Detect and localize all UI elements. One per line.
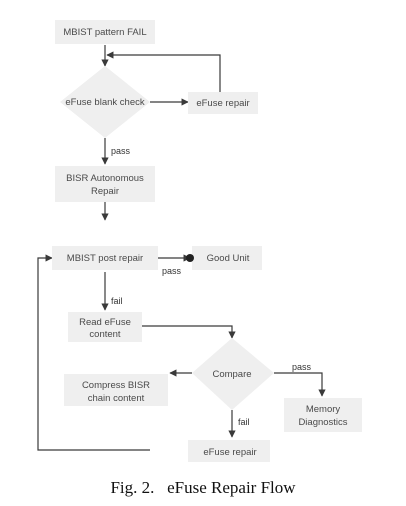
compare-fail-label: fail <box>238 417 250 427</box>
edge-compare-to-memory-diagnostics <box>274 372 326 397</box>
figure-caption: Fig. 2. eFuse Repair Flow <box>110 478 296 497</box>
blank-check-pass-label: pass <box>111 146 131 156</box>
bisr-autonomous-label: BISR Autonomous <box>66 173 144 184</box>
compare-label: Compare <box>212 369 251 380</box>
good-unit-box <box>192 246 262 270</box>
mbist-post-repair-box <box>52 246 158 270</box>
read-efuse-content-box <box>68 312 142 342</box>
good-unit-label: Good Unit <box>207 253 250 264</box>
compress-bisr-label: Compress BISR <box>82 380 150 391</box>
efuse-repair-top-label: eFuse repair <box>196 98 249 109</box>
efuse-repair-bottom-box <box>188 440 270 462</box>
mbist-fail-label: MBIST pattern FAIL <box>63 27 146 38</box>
mbist-post-pass-label: pass <box>162 266 182 276</box>
compress-chain-content-label: chain content <box>88 393 145 404</box>
edge-read-efuse-to-compare <box>142 325 236 339</box>
compare-pass-label: pass <box>292 362 312 372</box>
bisr-autonomous-repair-box <box>55 166 155 202</box>
efuse-blank-check-diamond <box>60 66 150 138</box>
read-efuse-label: Read eFuse <box>79 317 131 328</box>
mbist-post-fail-label: fail <box>111 296 123 306</box>
read-efuse-content-label: content <box>89 329 121 340</box>
memory-label: Memory <box>306 404 341 415</box>
diagnostics-label: Diagnostics <box>298 417 347 428</box>
mbist-post-repair-label: MBIST post repair <box>67 253 143 264</box>
compress-bisr-chain-box <box>64 374 168 406</box>
memory-diagnostics-box <box>284 398 362 432</box>
efuse-repair-top-box <box>188 92 258 114</box>
efuse-blank-check-label: eFuse blank check <box>65 97 144 108</box>
edge-efuse-repair-loopback <box>106 51 221 92</box>
mbist-fail-box <box>55 20 155 44</box>
compare-diamond <box>192 338 274 410</box>
good-unit-terminal-dot <box>186 254 194 262</box>
bisr-repair-label: Repair <box>91 186 119 197</box>
efuse-repair-bottom-label: eFuse repair <box>203 447 256 458</box>
edge-loopback-to-mbist-post <box>37 254 150 451</box>
